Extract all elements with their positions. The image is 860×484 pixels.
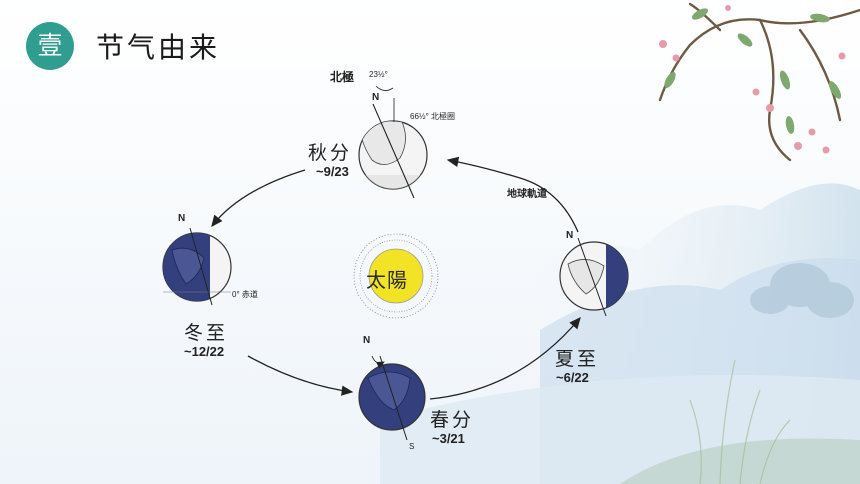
section-title: 节气由来 [96,31,221,64]
section-number: 壹 [37,31,63,60]
sun-rays [353,233,439,319]
n-marker-spring: N [363,335,371,346]
season-name-winter: 冬至 [184,322,229,344]
season-name-summer: 夏至 [555,348,600,370]
orbit-arc-autumn-winter [211,169,306,228]
orbit-arc-summer-autumn [446,156,579,233]
season-date-summer: ~6/22 [556,370,589,385]
earth-spring [358,355,426,441]
n-marker-summer: N [566,230,574,241]
north-pole-label: 北極 [330,70,355,84]
arctic-circle-label: 66½° 北極圈 [410,112,455,121]
earth-autumn [358,85,428,199]
season-date-winter: ~12/22 [184,344,225,359]
equator-label: 0° 赤道 [232,290,258,299]
s-marker-spring: S [409,442,415,451]
earth-summer [559,237,629,317]
season-name-autumn: 秋分 [308,142,353,164]
orbit-arc-winter-spring [247,355,354,396]
section-number-badge: 壹 [26,22,74,70]
tilt-angle-label: 23½° [369,70,388,79]
earth-winter [162,227,232,306]
season-name-spring: 春分 [430,409,475,431]
sun [368,248,424,304]
orbit-arc-spring-summer [429,317,581,400]
season-date-spring: ~3/21 [432,431,465,446]
n-marker-winter: N [178,213,186,224]
orbit-label: 地球軌道 [507,189,547,200]
sun-label: 太陽 [366,268,408,292]
n-marker-autumn: N [372,92,380,103]
season-date-autumn: ~9/23 [316,164,349,179]
